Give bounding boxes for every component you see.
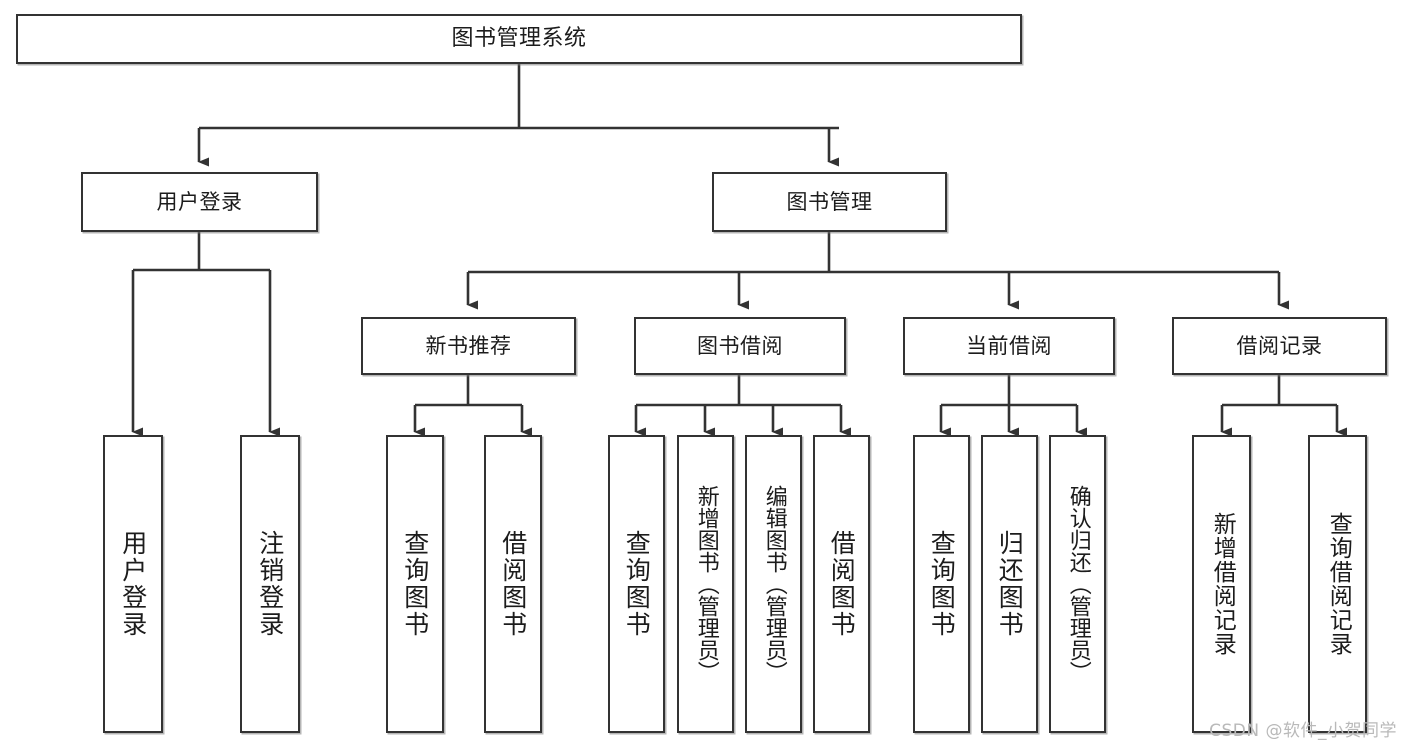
- leaf-book-borrow-query-books[interactable]: 查询图书: [608, 435, 665, 733]
- leaf-user-login[interactable]: 用户登录: [103, 435, 163, 733]
- node-label: 查询图书: [927, 530, 957, 638]
- leaf-new-book-query-books[interactable]: 查询图书: [386, 435, 444, 733]
- node-label: 新增借阅记录: [1209, 512, 1236, 656]
- node-label: 归还图书: [995, 530, 1025, 638]
- node-label: 新书推荐: [425, 333, 512, 358]
- leaf-book-borrow-add-book-admin[interactable]: 新增图书（管理员）: [677, 435, 734, 733]
- node-label: 用户登录: [118, 530, 148, 638]
- node-label: 查询借阅记录: [1325, 512, 1352, 656]
- node-label: 图书借阅: [697, 333, 783, 358]
- node-book-borrowing[interactable]: 图书借阅: [634, 317, 846, 375]
- node-label: 当前借阅: [966, 333, 1052, 358]
- node-label: 确认归还（管理员）: [1065, 485, 1091, 683]
- csdn-watermark: CSDN @软件_小贺同学: [1209, 721, 1397, 741]
- leaf-book-borrow-edit-book-admin[interactable]: 编辑图书（管理员）: [745, 435, 802, 733]
- node-label: 图书管理系统: [451, 26, 587, 52]
- node-label: 图书管理: [786, 189, 873, 214]
- node-label: 用户登录: [156, 189, 243, 214]
- leaf-current-borrow-confirm-return-admin[interactable]: 确认归还（管理员）: [1049, 435, 1106, 733]
- node-borrowing-records[interactable]: 借阅记录: [1172, 317, 1387, 375]
- node-label: 编辑图书（管理员）: [761, 485, 787, 683]
- node-label: 注销登录: [255, 530, 285, 638]
- node-root-book-management-system[interactable]: 图书管理系统: [16, 14, 1022, 64]
- node-label: 借阅记录: [1236, 333, 1323, 358]
- leaf-new-book-borrow-books[interactable]: 借阅图书: [484, 435, 542, 733]
- node-label: 借阅图书: [498, 530, 528, 638]
- leaf-book-borrow-borrow-books[interactable]: 借阅图书: [813, 435, 870, 733]
- node-book-management[interactable]: 图书管理: [712, 172, 947, 232]
- node-label: 新增图书（管理员）: [693, 485, 719, 683]
- node-user-login[interactable]: 用户登录: [81, 172, 318, 232]
- node-new-book-recommendation[interactable]: 新书推荐: [361, 317, 576, 375]
- node-label: 查询图书: [622, 530, 652, 638]
- node-label: 查询图书: [400, 530, 430, 638]
- leaf-logout[interactable]: 注销登录: [240, 435, 300, 733]
- leaf-record-query-borrow-record[interactable]: 查询借阅记录: [1308, 435, 1367, 733]
- node-current-borrowing[interactable]: 当前借阅: [903, 317, 1115, 375]
- leaf-current-borrow-return-books[interactable]: 归还图书: [981, 435, 1038, 733]
- node-label: 借阅图书: [827, 530, 857, 638]
- leaf-record-add-borrow-record[interactable]: 新增借阅记录: [1192, 435, 1251, 733]
- leaf-current-borrow-query-books[interactable]: 查询图书: [913, 435, 970, 733]
